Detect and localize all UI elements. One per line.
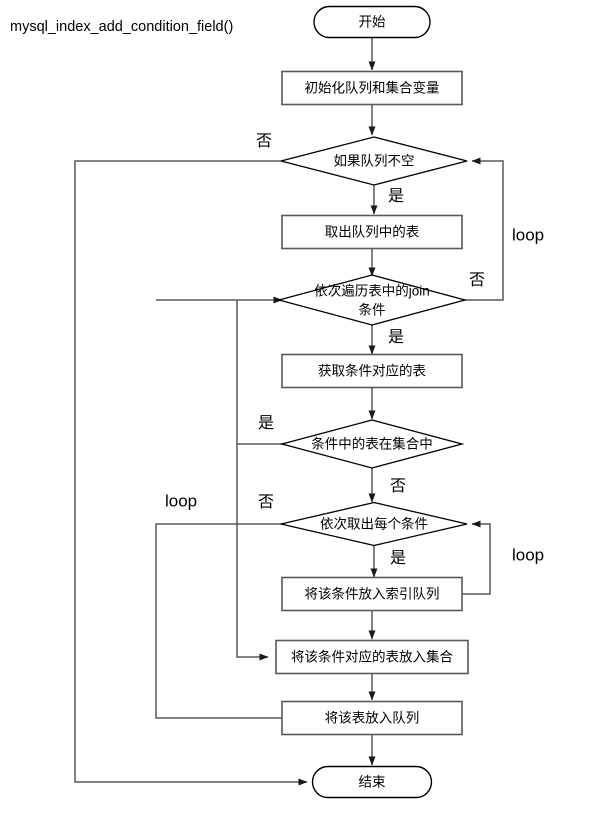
- node-label-end: 结束: [359, 775, 386, 790]
- node-label-get_table: 获取条件对应的表: [318, 363, 426, 379]
- loop-label-loop-left: loop: [165, 491, 197, 510]
- node-start[interactable]: 开始: [313, 5, 431, 39]
- loop-label-loop-outer-right: loop: [512, 225, 544, 244]
- node-push_queue[interactable]: 将该表放入队列: [281, 700, 463, 736]
- edge-label-join-yes: 是: [388, 329, 404, 346]
- node-shape-queue_check: [280, 136, 468, 186]
- connector-iterjoin-no-loop: [465, 157, 504, 301]
- node-queue_check[interactable]: 如果队列不空: [280, 136, 468, 186]
- node-label-in_set: 条件中的表在集合中: [311, 436, 433, 452]
- node-end[interactable]: 结束: [311, 765, 433, 799]
- node-label-each_cond: 依次取出每个条件: [320, 516, 428, 532]
- edge-label-cond-yes: 是: [390, 550, 406, 567]
- edge-label-inset-no: 否: [390, 478, 406, 495]
- node-label-iter_join-line2: 条件: [359, 302, 386, 318]
- node-label-start: 开始: [359, 15, 386, 30]
- node-each_cond[interactable]: 依次取出每个条件: [280, 501, 468, 547]
- node-in_set[interactable]: 条件中的表在集合中: [279, 419, 465, 469]
- connectors-layer: [74, 38, 504, 786]
- node-shape-push_queue: [281, 700, 463, 736]
- connector-pushindex-loop-right: [462, 520, 491, 595]
- connector-eachcond-no-left: [155, 523, 283, 719]
- node-shape-each_cond: [280, 501, 468, 547]
- node-shape-get_table: [281, 353, 463, 389]
- node-push_index[interactable]: 将该条件放入索引队列: [281, 576, 463, 612]
- node-shape-init: [281, 70, 463, 106]
- diagram-title: mysql_index_add_condition_field(): [10, 19, 233, 35]
- node-label-pop_table: 取出队列中的表: [325, 225, 420, 240]
- node-shape-iter_join: [276, 274, 468, 326]
- loop-label-loop-inner-right: loop: [512, 545, 544, 564]
- edge-label-join-no: 否: [469, 272, 485, 289]
- edge-label-queue-yes: 是: [388, 188, 404, 205]
- edge-label-cond-no: 否: [258, 494, 274, 511]
- node-get_table[interactable]: 获取条件对应的表: [281, 353, 463, 389]
- node-shape-add_set: [275, 639, 469, 675]
- node-init[interactable]: 初始化队列和集合变量: [281, 70, 463, 106]
- node-iter_join[interactable]: 依次遍历表中的join 条件: [276, 274, 468, 326]
- node-shape-in_set: [279, 419, 465, 469]
- node-label-push_queue: 将该表放入队列: [325, 711, 420, 726]
- node-shape-end: [311, 765, 433, 799]
- edge-label-inset-yes: 是: [258, 415, 274, 432]
- connector-inset-yes-left: [236, 443, 283, 661]
- node-shape-pop_table: [281, 214, 463, 250]
- node-pop_table[interactable]: 取出队列中的表: [281, 214, 463, 250]
- connector-queuecheck-no-to-end: [74, 160, 308, 786]
- node-add_set[interactable]: 将该条件对应的表放入集合: [275, 639, 469, 675]
- node-label-queue_check: 如果队列不空: [334, 154, 415, 169]
- node-shape-start: [313, 5, 431, 39]
- node-label-push_index: 将该条件放入索引队列: [305, 586, 440, 602]
- node-shape-push_index: [281, 576, 463, 612]
- node-label-iter_join-line1: 依次遍历表中的join: [314, 284, 430, 299]
- node-label-add_set: 将该条件对应的表放入集合: [291, 649, 453, 665]
- edge-label-queue-no: 否: [256, 133, 272, 150]
- node-label-init: 初始化队列和集合变量: [305, 80, 440, 96]
